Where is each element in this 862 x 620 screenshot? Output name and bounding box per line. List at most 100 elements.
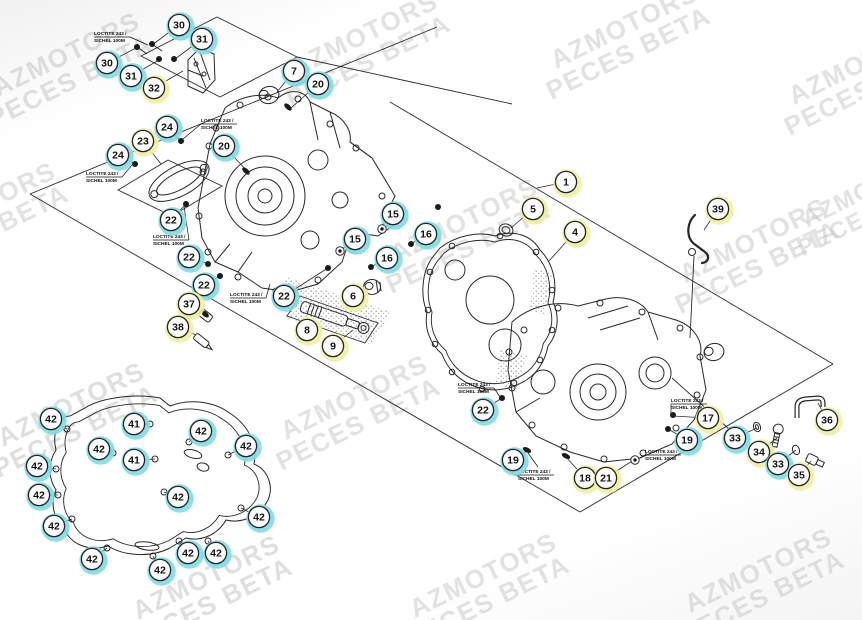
- balloon-circle: [190, 27, 214, 51]
- part-number: 4: [572, 227, 578, 239]
- callout-5[interactable]: 5: [520, 196, 549, 225]
- callout-41[interactable]: 41: [121, 411, 150, 440]
- svg-text:SICHEL 100M: SICHEL 100M: [94, 38, 125, 44]
- balloon-circle: [706, 197, 730, 221]
- balloon-circle: [192, 273, 216, 297]
- callout-22[interactable]: 22: [191, 272, 220, 301]
- callout-15[interactable]: 15: [380, 201, 409, 230]
- callout-18[interactable]: 18: [572, 465, 601, 494]
- callout-36[interactable]: 36: [814, 407, 843, 436]
- callout-15[interactable]: 15: [342, 226, 371, 255]
- callout-41[interactable]: 41: [121, 447, 150, 476]
- callout-42[interactable]: 42: [246, 504, 275, 533]
- callout-42[interactable]: 42: [38, 406, 67, 435]
- callout-38[interactable]: 38: [165, 314, 194, 343]
- part-number: 42: [33, 490, 45, 502]
- callout-4[interactable]: 4: [562, 219, 591, 248]
- svg-text:LOCTITE 243 /: LOCTITE 243 /: [94, 31, 127, 37]
- balloon-circle: [106, 143, 130, 167]
- balloon-circle: [177, 245, 201, 269]
- callout-42[interactable]: 42: [175, 540, 204, 569]
- balloon-circle: [42, 514, 66, 538]
- balloon-circle: [119, 64, 143, 88]
- part-number: 38: [172, 322, 184, 334]
- callout-32[interactable]: 32: [141, 75, 170, 104]
- loctite-note: LOCTITE 243 /SICHEL 100M: [458, 382, 501, 398]
- fastener-dot: [149, 41, 155, 47]
- callout-42[interactable]: 42: [41, 513, 70, 542]
- callout-22[interactable]: 22: [470, 397, 499, 426]
- fastener-dot: [171, 56, 177, 62]
- part-number: 42: [195, 426, 207, 438]
- balloon-circle: [39, 407, 63, 431]
- part-number: 42: [93, 444, 105, 456]
- balloon-circle: [375, 246, 399, 270]
- fastener-dot: [670, 412, 676, 418]
- callout-42[interactable]: 42: [86, 436, 115, 465]
- part-number: 42: [45, 414, 57, 426]
- callout-16[interactable]: 16: [374, 245, 403, 274]
- callout-35[interactable]: 35: [786, 462, 815, 491]
- part-number: 42: [31, 461, 43, 473]
- callout-16[interactable]: 16: [413, 221, 442, 250]
- callout-24[interactable]: 24: [154, 114, 183, 143]
- part-number: 36: [821, 415, 833, 427]
- part-number: 41: [128, 455, 140, 467]
- balloon-circle: [471, 398, 495, 422]
- small-fasteners-layer: [132, 41, 676, 465]
- callout-42[interactable]: 42: [26, 482, 55, 511]
- loctite-note: LOCTITE 243 /SICHEL 100M: [182, 118, 237, 140]
- loctite-note: LOCTITE 243 /SICHEL 100M: [518, 452, 554, 482]
- frame-line: [689, 255, 695, 339]
- part-number: 42: [86, 554, 98, 566]
- part-number: 15: [349, 234, 361, 246]
- callout-20[interactable]: 20: [305, 71, 334, 100]
- callout-42[interactable]: 42: [24, 453, 53, 482]
- callout-33[interactable]: 33: [765, 451, 794, 480]
- balloon-circle: [159, 208, 183, 232]
- callout-30[interactable]: 30: [166, 12, 195, 41]
- balloon-circle: [815, 408, 839, 432]
- part-number: 32: [148, 83, 160, 95]
- callout-7[interactable]: 7: [281, 58, 310, 87]
- balloon-circle: [131, 129, 155, 153]
- stipple-texture: [284, 268, 552, 392]
- subassembly-box: [117, 159, 223, 217]
- callout-42[interactable]: 42: [147, 557, 176, 586]
- callout-34[interactable]: 34: [746, 439, 775, 468]
- callout-17[interactable]: 17: [695, 405, 724, 434]
- callout-1[interactable]: 1: [553, 169, 582, 198]
- nut-center: [338, 249, 342, 253]
- callout-24[interactable]: 24: [105, 142, 134, 171]
- callout-31[interactable]: 31: [118, 63, 147, 92]
- part-number: 22: [278, 291, 290, 303]
- callout-22[interactable]: 22: [176, 244, 205, 273]
- callout-33[interactable]: 33: [722, 425, 751, 454]
- part-number: 22: [477, 405, 489, 417]
- callout-19[interactable]: 19: [674, 427, 703, 456]
- callout-42[interactable]: 42: [233, 433, 262, 462]
- callout-23[interactable]: 23: [130, 128, 159, 157]
- callout-31[interactable]: 31: [189, 26, 218, 55]
- callout-21[interactable]: 21: [593, 465, 622, 494]
- callout-6[interactable]: 6: [340, 283, 369, 312]
- callout-20[interactable]: 20: [211, 133, 240, 162]
- callout-8[interactable]: 8: [294, 317, 323, 346]
- part-number: 30: [101, 58, 113, 70]
- callout-22[interactable]: 22: [271, 283, 300, 312]
- callout-42[interactable]: 42: [203, 540, 232, 569]
- watermark: AZMOTORSPECES BETA: [389, 526, 575, 620]
- frame-line: [29, 193, 581, 513]
- callout-9[interactable]: 9: [320, 333, 349, 362]
- callout-42[interactable]: 42: [79, 546, 108, 575]
- callout-42[interactable]: 42: [165, 484, 194, 513]
- callout-30[interactable]: 30: [94, 50, 123, 79]
- callout-42[interactable]: 42: [188, 418, 217, 447]
- callout-39[interactable]: 39: [705, 196, 734, 225]
- callout-19[interactable]: 19: [500, 447, 529, 476]
- callout-37[interactable]: 37: [176, 291, 205, 320]
- balloon-circle: [306, 72, 330, 96]
- balloon-circle: [155, 115, 179, 139]
- callout-22[interactable]: 22: [158, 207, 187, 236]
- balloon-circle: [554, 170, 578, 194]
